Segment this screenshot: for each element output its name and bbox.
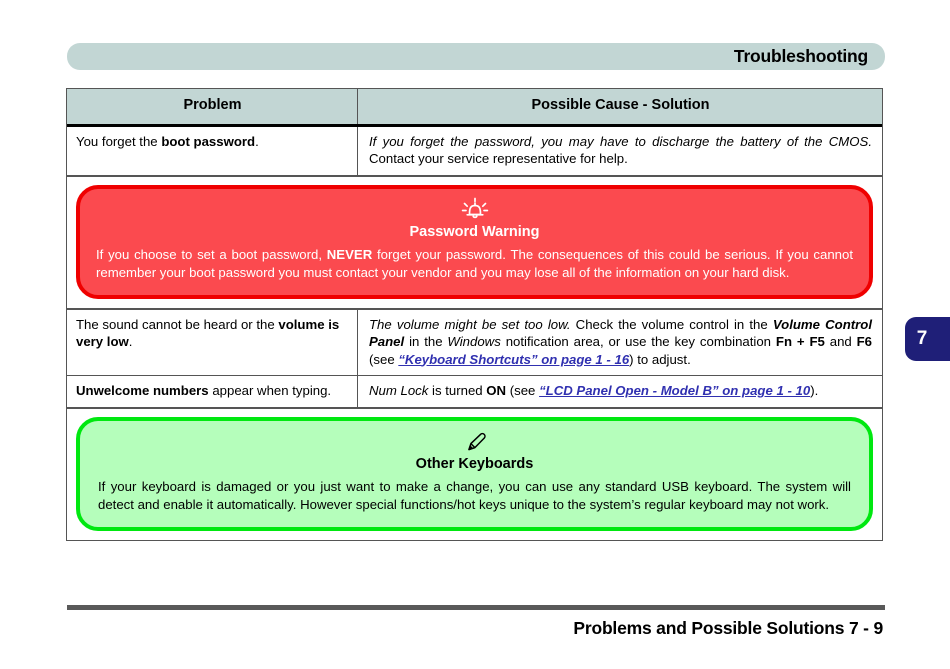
chapter-tab[interactable]: 7 [905,317,950,361]
text-italic: Num Lock [369,383,429,398]
text-fragment: (see [369,351,399,367]
table-row: The sound cannot be heard or the volume … [67,307,882,376]
table-row: You forget the boot password. If you for… [67,126,882,175]
cross-reference-link[interactable]: “Keyboard Shortcuts” on page 1 - 16 [398,351,630,367]
cell-solution: If you forget the password, you may have… [358,127,882,175]
text-fragment: appear when typing. [208,383,332,398]
cross-reference-link[interactable]: “LCD Panel Open - Model B” on page 1 - 1… [539,383,811,398]
text-italic: If you forget the password, you may have… [369,133,872,149]
note-title: Other Keyboards [415,455,534,472]
text-bold: volume is very low [76,316,340,349]
page-title: Troubleshooting [733,46,868,66]
text-bold: Fn + F5 [775,334,825,349]
table-row: Unwelcome numbers appear when typing. Nu… [67,375,882,407]
text-fragment: (see [506,383,540,398]
page-header-banner: Troubleshooting [67,43,885,70]
text-fragment: If you choose to set a boot password, [96,246,327,262]
note-callout-band: Other Keyboards If your keyboard is dama… [67,406,882,540]
text-fragment: Check the volume control in the [570,316,773,332]
other-keyboards-note-box: Other Keyboards If your keyboard is dama… [76,416,873,531]
column-header-solution: Possible Cause - Solution [531,97,710,113]
text-fragment: forget your password. The consequences o… [96,246,853,281]
text-bold: boot password [161,133,256,149]
text-fragment: Contact your service representative for … [369,151,628,166]
table-header-row: Problem Possible Cause - Solution [67,89,882,127]
text-bold-italic: Volume Control Panel [369,316,872,350]
warning-body: If you choose to set a boot password, NE… [92,246,857,283]
text-fragment: You forget the [76,133,162,149]
chapter-tab-number: 7 [916,328,928,349]
cell-solution: The volume might be set too low. Check t… [358,310,882,376]
text-bold: ON [486,383,507,398]
password-warning-box: Password Warning If you choose to set a … [76,184,873,299]
warning-callout-band: Password Warning If you choose to set a … [67,174,882,308]
cell-solution: Num Lock is turned ON (see “LCD Panel Op… [358,376,882,407]
cell-problem: You forget the boot password. [67,126,358,175]
footer-text: Problems and Possible Solutions 7 - 9 [573,618,883,638]
text-fragment: The sound cannot be heard or the [76,316,279,332]
text-fragment: ). [810,383,819,398]
text-bold: F6 [856,334,873,349]
pen-icon [92,429,857,455]
text-fragment: in the [404,334,448,349]
cell-problem: The sound cannot be heard or the volume … [67,309,358,375]
text-bold: Unwelcome numbers [76,383,209,398]
alarm-bell-icon [92,197,857,223]
text-fragment: notification area, or use the key combin… [500,334,776,349]
cell-problem: Unwelcome numbers appear when typing. [67,376,358,407]
text-fragment: and [824,334,857,349]
footer-rule [67,605,885,610]
text-fragment: . [255,133,259,149]
column-header-problem: Problem [67,89,358,124]
text-fragment: . [128,333,133,349]
text-fragment: is turned [428,383,487,398]
text-fragment: ) to adjust. [629,351,691,367]
note-body: If your keyboard is damaged or you just … [98,478,851,513]
text-italic: Windows [447,334,501,349]
text-bold: NEVER [326,246,373,262]
text-italic: The volume might be set too low. [369,316,571,332]
warning-title: Password Warning [409,223,540,240]
troubleshooting-table: Problem Possible Cause - Solution You fo… [66,88,883,541]
